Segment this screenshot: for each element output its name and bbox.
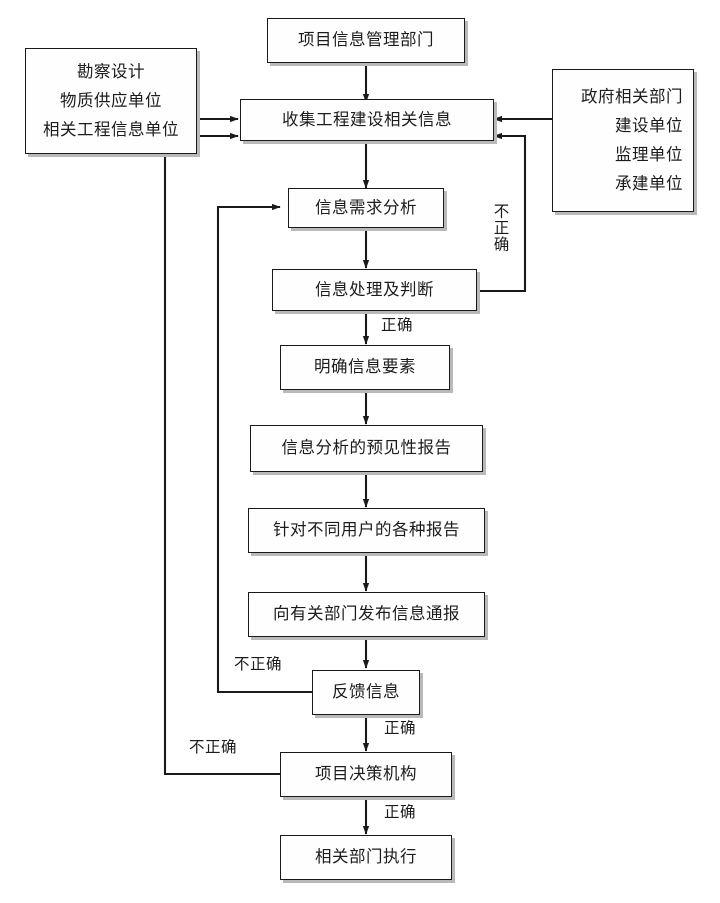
node-label: 勘察设计 — [77, 61, 145, 81]
node-feedback-info[interactable]: 反馈信息 — [312, 670, 420, 715]
edge-label-incorrect-feedback: 不正确 — [234, 656, 283, 673]
node-label: 政府相关部门 — [581, 86, 683, 106]
edge-label-correct-feedback: 正确 — [384, 720, 417, 737]
node-label: 物质供应单位 — [60, 90, 162, 110]
node-label: 信息处理及判断 — [315, 279, 434, 299]
edge-label-correct-decision: 正确 — [384, 804, 417, 821]
node-predictive-report[interactable]: 信息分析的预见性报告 — [250, 425, 483, 472]
node-label: 反馈信息 — [332, 682, 400, 702]
node-collect-info[interactable]: 收集工程建设相关信息 — [240, 99, 494, 141]
node-label: 收集工程建设相关信息 — [282, 109, 452, 129]
node-label: 信息分析的预见性报告 — [281, 438, 452, 458]
node-label: 监理单位 — [615, 145, 683, 164]
node-label: 向有关部门发布信息通报 — [273, 604, 460, 624]
node-decision-body[interactable]: 项目决策机构 — [280, 752, 452, 797]
node-process-judge[interactable]: 信息处理及判断 — [272, 269, 477, 311]
node-user-reports[interactable]: 针对不同用户的各种报告 — [248, 508, 485, 553]
edge-feedback-incorrect-to-demand — [216, 203, 312, 694]
node-label: 项目决策机构 — [315, 764, 417, 784]
edge-label-incorrect-process: 不正确 — [491, 203, 509, 253]
node-clarify-elements[interactable]: 明确信息要素 — [280, 345, 450, 390]
node-label: 信息需求分析 — [315, 197, 417, 217]
node-label: 相关部门执行 — [315, 847, 417, 867]
node-publish-bulletin[interactable]: 向有关部门发布信息通报 — [248, 592, 485, 637]
edge-label-correct-process: 正确 — [381, 317, 414, 334]
node-label: 明确信息要素 — [314, 357, 416, 377]
edge-label-incorrect-decision: 不正确 — [189, 739, 238, 756]
edge-decision-incorrect-to-collect — [163, 132, 280, 776]
node-government-group[interactable]: 政府相关部门 建设单位 监理单位 承建单位 — [552, 69, 694, 212]
edge-process-incorrect-to-collect — [477, 132, 527, 293]
node-label: 项目信息管理部门 — [298, 30, 434, 50]
node-survey-design-group[interactable]: 勘察设计 物质供应单位 相关工程信息单位 — [25, 48, 197, 154]
node-label: 相关工程信息单位 — [43, 120, 179, 140]
node-label: 建设单位 — [615, 115, 683, 135]
node-demand-analysis[interactable]: 信息需求分析 — [288, 188, 444, 228]
node-label: 承建单位 — [615, 174, 683, 194]
node-label: 针对不同用户的各种报告 — [273, 520, 460, 540]
node-dept-execute[interactable]: 相关部门执行 — [280, 835, 452, 880]
node-project-info-dept[interactable]: 项目信息管理部门 — [267, 18, 465, 63]
